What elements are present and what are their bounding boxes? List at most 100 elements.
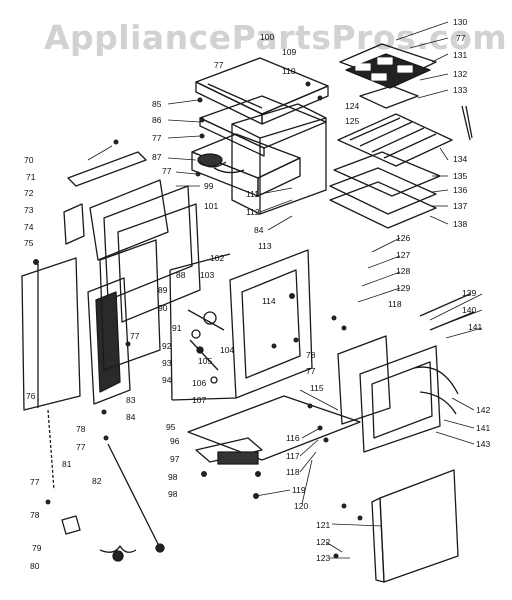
part-label: 93 — [162, 358, 172, 368]
part-label: 142 — [476, 405, 490, 415]
part-label: 111 — [246, 189, 259, 199]
part-label: 127 — [396, 250, 410, 260]
part-label: 110 — [282, 66, 296, 76]
part-label: 133 — [453, 85, 467, 95]
grate-tray-parts — [339, 43, 473, 141]
part-label: 102 — [210, 253, 224, 263]
part-label: 97 — [170, 454, 180, 464]
part-label: 73 — [24, 205, 34, 215]
storage-drawer — [371, 469, 459, 583]
part-label: 77 — [76, 442, 86, 452]
part-label: 79 — [32, 543, 42, 553]
part-label: 91 — [172, 323, 182, 333]
part-label: 129 — [396, 283, 410, 293]
part-label: 77 — [306, 366, 316, 376]
part-label: 115 — [310, 383, 324, 393]
part-label: 139 — [462, 288, 476, 298]
part-label: 132 — [453, 69, 467, 79]
part-label: 140 — [462, 305, 476, 315]
part-label: 75 — [24, 238, 34, 248]
part-label: 77 — [162, 166, 172, 176]
part-label: 118 — [388, 299, 402, 309]
part-label: 117 — [286, 451, 300, 461]
part-label: 82 — [92, 476, 102, 486]
part-label: 83 — [126, 395, 136, 405]
part-label: 84 — [254, 225, 264, 235]
part-number-labels: 130 77 131 132 133 100 109 110 77 124 12… — [24, 17, 490, 571]
part-label: 98 — [168, 472, 178, 482]
oven-body — [169, 103, 327, 401]
part-label: 94 — [162, 375, 172, 385]
part-label: 98 — [168, 489, 178, 499]
harness-and-wiring — [47, 409, 165, 562]
part-label: 81 — [62, 459, 72, 469]
part-label: 107 — [192, 395, 206, 405]
part-label: 72 — [24, 188, 34, 198]
part-label: 100 — [260, 32, 274, 42]
part-label: 138 — [453, 219, 467, 229]
part-label: 123 — [316, 553, 330, 563]
part-label: 84 — [126, 412, 136, 422]
part-label: 88 — [176, 270, 186, 280]
part-label: 141 — [476, 423, 490, 433]
part-label: 77 — [130, 331, 140, 341]
part-label: 95 — [166, 422, 176, 432]
part-label: 106 — [192, 378, 206, 388]
part-label: 92 — [162, 341, 172, 351]
part-label: 134 — [453, 154, 467, 164]
broiler-drawer-floor — [187, 395, 361, 465]
part-label: 124 — [345, 101, 359, 111]
part-label: 119 — [292, 485, 306, 495]
part-label: 77 — [152, 133, 162, 143]
valve-burner-assy — [187, 309, 225, 384]
part-label: 114 — [262, 296, 276, 306]
part-label: 125 — [345, 116, 359, 126]
part-label: 78 — [306, 350, 316, 360]
part-label: 109 — [282, 47, 296, 57]
part-label: 130 — [453, 17, 467, 27]
part-label: 85 — [152, 99, 162, 109]
part-label: 103 — [200, 270, 214, 280]
part-label: 131 — [453, 50, 467, 60]
oven-racks — [329, 113, 453, 229]
rear-wall-panels — [63, 151, 201, 323]
oven-door — [337, 293, 475, 453]
burner-box — [191, 133, 301, 197]
part-label: 78 — [30, 510, 40, 520]
left-side-panel — [21, 257, 81, 411]
part-label: 105 — [198, 356, 212, 366]
leader-lines — [87, 21, 483, 559]
part-label: 118 — [286, 467, 300, 477]
screws — [33, 81, 363, 559]
part-label: 71 — [26, 172, 36, 182]
part-label: 74 — [24, 222, 34, 232]
part-label: 104 — [220, 345, 234, 355]
part-label: 96 — [170, 436, 180, 446]
part-label: 77 — [30, 477, 40, 487]
part-label: 77 — [456, 33, 466, 43]
part-label: 90 — [158, 303, 168, 313]
part-label: 87 — [152, 152, 162, 162]
part-label: 80 — [30, 561, 40, 571]
part-label: 86 — [152, 115, 162, 125]
part-label: 76 — [26, 391, 36, 401]
part-label: 135 — [453, 171, 467, 181]
part-label: 99 — [204, 181, 214, 191]
part-label: 101 — [204, 201, 218, 211]
part-label: 121 — [316, 520, 330, 530]
part-label: 136 — [453, 185, 467, 195]
part-label: 128 — [396, 266, 410, 276]
part-label: 89 — [158, 285, 168, 295]
part-label: 113 — [258, 241, 272, 251]
part-label: 126 — [396, 233, 410, 243]
part-label: 141 — [468, 322, 482, 332]
control-bracket — [87, 239, 161, 405]
part-label: 116 — [286, 433, 300, 443]
part-label: 77 — [214, 60, 224, 70]
part-label: 112 — [246, 207, 260, 217]
part-label: 120 — [294, 501, 308, 511]
watermark-logo: AppliancePartsPros.com — [44, 18, 508, 57]
part-label: 122 — [316, 537, 330, 547]
part-label: 70 — [24, 155, 34, 165]
